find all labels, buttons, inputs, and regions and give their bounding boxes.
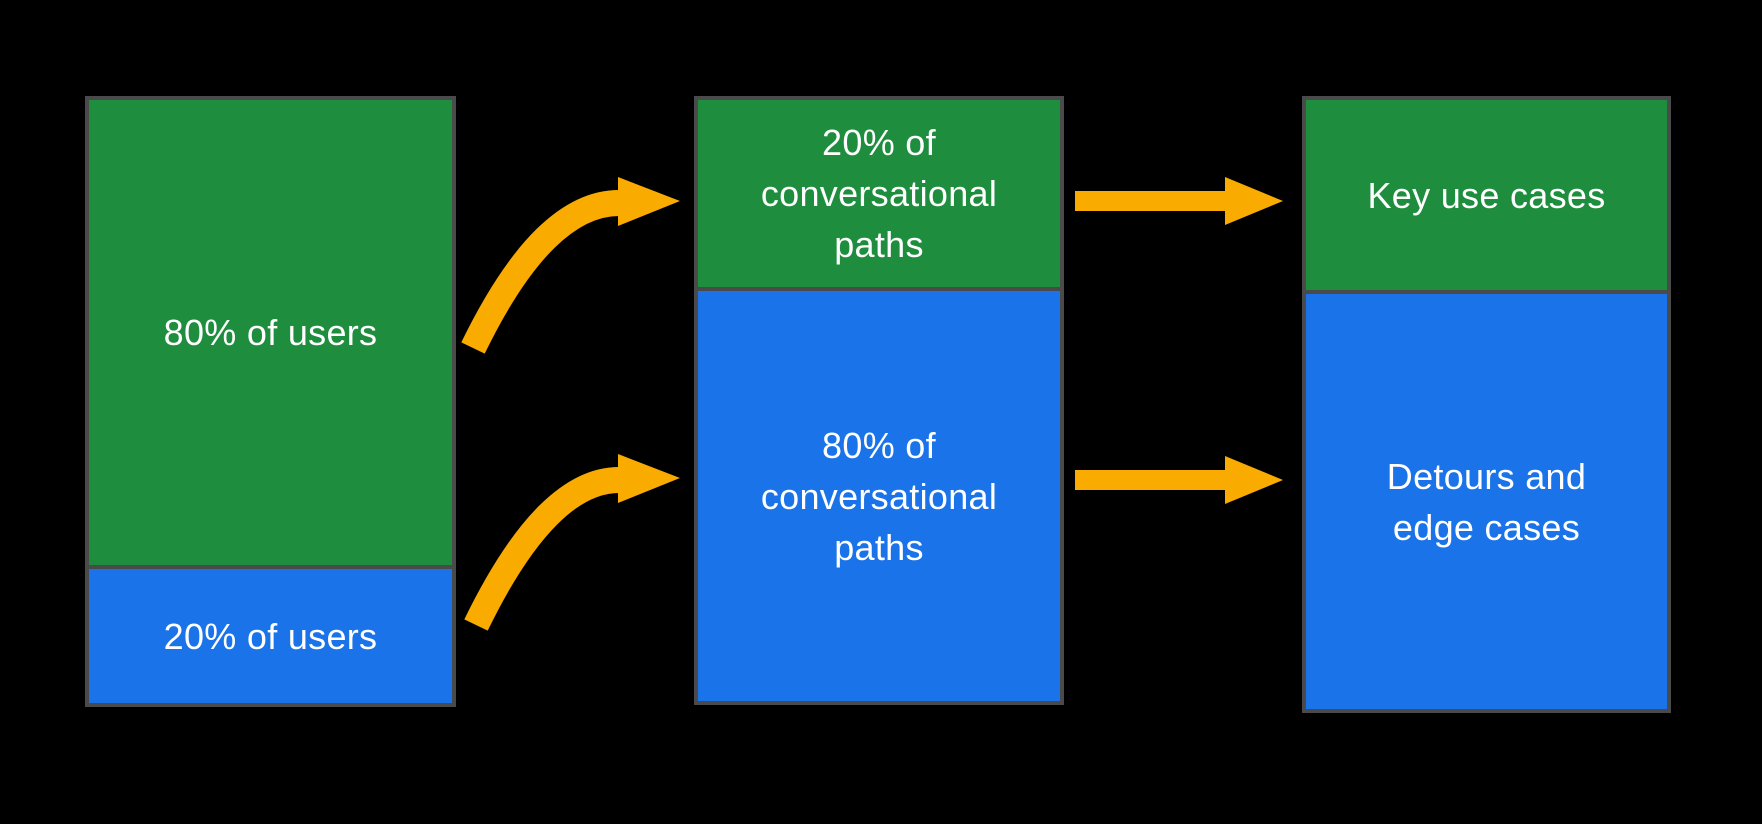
curved-arrow-users20-to-paths80 <box>464 454 680 631</box>
users-column: 80% of users 20% of users <box>85 96 456 707</box>
users-80-segment: 80% of users <box>89 100 452 565</box>
paths-80-segment: 80% of conversational paths <box>698 291 1060 701</box>
users-20-label: 20% of users <box>163 615 378 657</box>
users-80-label: 80% of users <box>163 312 378 353</box>
key-use-cases-label: Key use cases <box>1367 174 1606 216</box>
outcomes-column: Key use cases Detours and edge cases <box>1302 96 1671 713</box>
curved-arrow-users80-to-paths20 <box>461 177 680 354</box>
straight-arrow-paths80-to-detours <box>1075 456 1283 504</box>
conversational-paths-column: 20% of conversational paths 80% of conve… <box>694 96 1064 705</box>
paths-20-segment: 20% of conversational paths <box>698 100 1060 287</box>
key-use-cases-segment: Key use cases <box>1306 100 1667 290</box>
straight-arrow-paths20-to-key-use-cases <box>1075 177 1283 225</box>
detours-edge-cases-segment: Detours and edge cases <box>1306 294 1667 709</box>
detours-edge-cases-label: Detours and edge cases <box>1386 455 1587 548</box>
paths-80-label: 80% of conversational paths <box>760 424 998 568</box>
users-20-segment: 20% of users <box>89 569 452 703</box>
paths-20-label: 20% of conversational paths <box>760 122 998 265</box>
